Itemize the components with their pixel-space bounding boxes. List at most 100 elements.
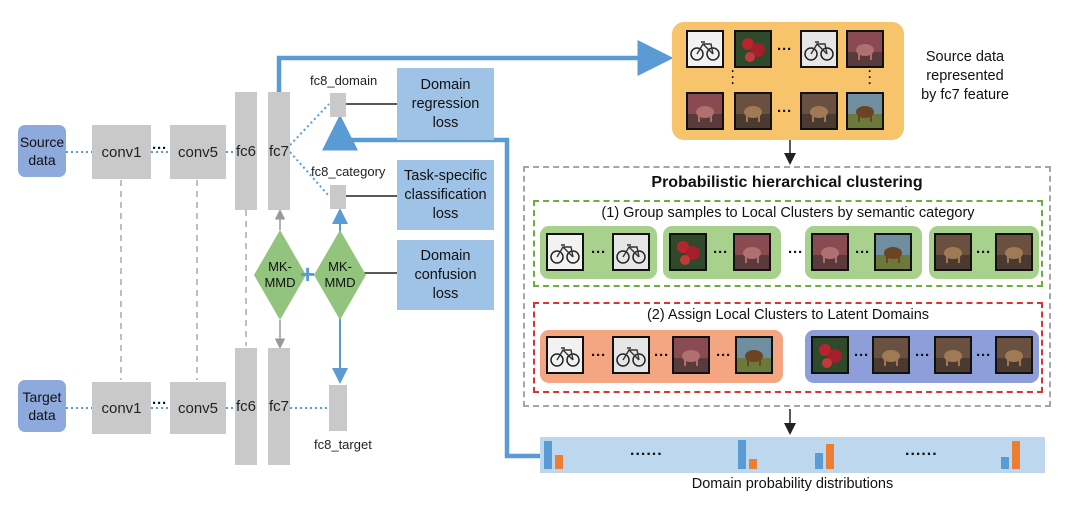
target-data-label: Target data [22, 389, 62, 423]
classification-loss-label: Task-specific classification loss [404, 167, 487, 222]
source-fc7: fc7 [268, 92, 290, 210]
clustering-panel [523, 166, 1051, 407]
vertical-ellipsis-2: · · · [868, 64, 872, 90]
source-thumb-5 [686, 92, 724, 130]
source-ellipsis: ··· [152, 140, 167, 157]
mkmmd-2-label: MK- MMD [324, 259, 356, 290]
distribution-dots-1: ...... [630, 442, 663, 459]
source-thumb-4 [846, 30, 884, 68]
vertical-ellipsis-1: · · · [731, 64, 735, 90]
mkmmd-diamond-2: MK- MMD [314, 230, 366, 320]
target-fc6: fc6 [235, 348, 257, 465]
domain-regression-loss-label: Domain regression loss [411, 76, 480, 131]
source-thumb-7 [800, 92, 838, 130]
thumb-ellipsis: ··· [855, 244, 870, 261]
clustering-title: Probabilistic hierarchical clustering [651, 174, 923, 191]
domain-thumb-6 [872, 336, 910, 374]
thumb-ellipsis: ··· [591, 347, 606, 364]
thumb-ellipsis: ··· [788, 244, 803, 261]
distribution-bars [544, 440, 1020, 469]
domain-thumb-4 [735, 336, 773, 374]
source-conv5: conv5 [170, 125, 226, 179]
thumb-ellipsis: ··· [777, 103, 792, 120]
cluster-thumb-5 [811, 233, 849, 271]
dist-bar-4b [1012, 441, 1020, 469]
source-data-label: Source data [19, 134, 65, 168]
source-thumb-6 [734, 92, 772, 130]
dist-bar-1a [544, 441, 552, 469]
target-conv1: conv1 [92, 382, 151, 434]
step2-box [533, 302, 1043, 393]
fc7-to-source-arrow [276, 40, 674, 92]
target-fc7-label: fc7 [268, 398, 289, 415]
domain-thumb-7 [934, 336, 972, 374]
mkmmd-1-label: MK- MMD [264, 259, 296, 290]
step1-box [533, 200, 1043, 287]
domain-thumb-8 [995, 336, 1033, 374]
source-data-box: Source data [18, 125, 66, 177]
target-conv1-label: conv1 [101, 399, 142, 417]
cluster-thumb-6 [874, 233, 912, 271]
source-thumb-2 [734, 30, 772, 68]
domain-regression-loss: Domain regression loss [397, 68, 494, 140]
source-thumb-3 [800, 30, 838, 68]
shared-weight-links [120, 180, 247, 380]
thumb-ellipsis: ··· [654, 347, 669, 364]
thumb-ellipsis: ··· [716, 347, 731, 364]
source-thumb-8 [846, 92, 884, 130]
source-fc7-label: fc7 [268, 142, 289, 160]
fc8-category-label: fc8_category [311, 164, 386, 179]
source-conv1: conv1 [92, 125, 151, 179]
dist-bar-3b [826, 444, 834, 469]
dist-bar-2b [749, 459, 757, 469]
thumb-ellipsis: ··· [713, 244, 728, 261]
target-fc7: fc7 [268, 348, 290, 465]
dist-bar-2a [738, 440, 746, 469]
target-conv5-label: conv5 [177, 399, 219, 417]
dist-bar-3a [815, 453, 823, 469]
thumb-ellipsis: ··· [915, 347, 930, 364]
plus-sign: + [300, 259, 316, 289]
fc8-target-box [329, 385, 347, 431]
fc8-target-label: fc8_target [314, 437, 372, 452]
cluster-thumb-1 [546, 233, 584, 271]
step2-title: (2) Assign Local Clusters to Latent Doma… [646, 307, 930, 323]
fc8-category-box [330, 185, 346, 209]
domain-confusion-loss: Domain confusion loss [397, 240, 494, 310]
source-conv5-label: conv5 [177, 143, 219, 161]
thumb-ellipsis: ··· [976, 347, 991, 364]
cluster-thumb-3 [669, 233, 707, 271]
target-fc6-label: fc6 [235, 398, 256, 415]
dist-bar-1b [555, 455, 563, 469]
domain-confusion-loss-label: Domain confusion loss [414, 247, 477, 302]
target-conv5: conv5 [170, 382, 226, 434]
distribution-caption: Domain probability distributions [691, 476, 894, 492]
source-thumb-1 [686, 30, 724, 68]
thumb-ellipsis: ··· [854, 347, 869, 364]
domain-thumb-1 [546, 336, 584, 374]
thumb-ellipsis: ··· [976, 244, 991, 261]
distribution-feedback-arrow [322, 114, 540, 459]
target-ellipsis: ··· [152, 395, 167, 412]
domain-thumb-2 [612, 336, 650, 374]
source-fc6-label: fc6 [235, 142, 256, 160]
fc8-domain-box [330, 93, 346, 117]
cluster-thumb-7 [934, 233, 972, 271]
source-conv1-label: conv1 [101, 143, 142, 161]
thumb-ellipsis: ··· [591, 244, 606, 261]
distribution-dots-2: ...... [905, 442, 938, 459]
domain-thumb-3 [672, 336, 710, 374]
cluster-thumb-4 [733, 233, 771, 271]
mkmmd-diamond-1: MK- MMD [254, 230, 306, 320]
cluster-thumb-2 [612, 233, 650, 271]
cluster-thumb-8 [995, 233, 1033, 271]
step1-title: (1) Group samples to Local Clusters by s… [601, 205, 975, 221]
classification-loss: Task-specific classification loss [397, 160, 494, 230]
target-data-box: Target data [18, 380, 66, 432]
distribution-strip [540, 437, 1045, 473]
domain-thumb-5 [811, 336, 849, 374]
source-fc6: fc6 [235, 92, 257, 210]
dist-bar-4a [1001, 457, 1009, 469]
thumb-ellipsis: ··· [777, 41, 792, 58]
